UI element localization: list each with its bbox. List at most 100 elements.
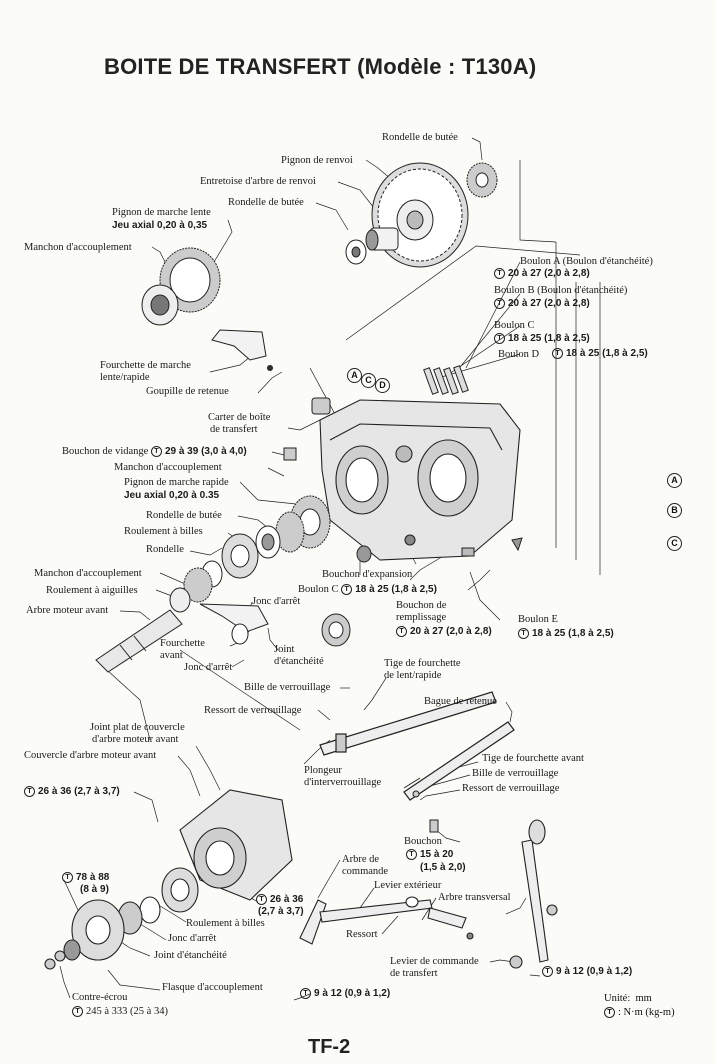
label-joint: Joint	[274, 644, 295, 655]
shift-rails	[319, 691, 515, 801]
label-ressort-verrouillage-1: Ressort de verrouillage	[204, 705, 302, 716]
label-torque-78-2: (8 à 9)	[80, 884, 109, 895]
label-torque-26-2: (2,7 à 3,7)	[258, 906, 304, 917]
label-manchon-accouplement-1: Manchon d'accouplement	[24, 242, 132, 253]
label-arbre-moteur-avant-2: d'arbre moteur avant	[92, 734, 179, 745]
label-jonc-arret-1: Jonc d'arrêt	[252, 596, 301, 607]
seal-and-plug	[321, 537, 523, 647]
page-number: TF-2	[308, 1036, 351, 1058]
torque-icon: T	[62, 872, 73, 883]
label-fourchette: Fourchette	[160, 638, 205, 649]
ref-letter-c: C	[361, 373, 376, 388]
shift-fork-low	[211, 329, 273, 371]
label-boulon-e: Boulon E	[518, 614, 558, 625]
label-rondelle: Rondelle	[146, 544, 184, 555]
torque-icon: T	[518, 628, 529, 639]
label-ressort-verrouillage-2: Ressort de verrouillage	[462, 783, 560, 794]
torque-icon: T	[604, 1007, 615, 1019]
companion-flange	[44, 899, 125, 970]
label-rondelle-butee-2: Rondelle de butée	[228, 197, 304, 208]
label-plongeur: Plongeur	[304, 765, 342, 776]
label-interverrouillage: d'interverrouillage	[304, 777, 382, 788]
label-carter-boite: Carter de boîte	[208, 412, 271, 423]
label-manchon-accouplement-2: Manchon d'accouplement	[114, 462, 222, 473]
torque-icon: T	[341, 584, 353, 595]
label-avant: avant	[160, 650, 183, 661]
drain-plug	[283, 397, 331, 461]
torque-icon: T	[396, 626, 407, 637]
label-bouchon-de: Bouchon de	[396, 600, 447, 611]
label-boulon-a: Boulon A (Boulon d'étanchéité)	[520, 256, 653, 267]
bolts-a-d	[423, 365, 469, 395]
idler-gear	[345, 162, 469, 268]
label-tige-fourchette: Tige de fourchette	[384, 658, 461, 669]
label-de-transfert: de transfert	[210, 424, 258, 435]
torque-icon: T	[494, 333, 505, 344]
label-levier-exterieur: Levier extérieur	[374, 880, 442, 891]
label-jonc-arret-3: Jonc d'arrêt	[168, 933, 217, 944]
label-joint-plat: Joint plat de couvercle	[90, 722, 185, 733]
unit-legend-mm: Unité: mm	[604, 993, 652, 1004]
label-arbre-moteur-avant: Arbre moteur avant	[26, 605, 109, 616]
ref-letter-a-right: A	[667, 473, 682, 488]
front-cover	[117, 789, 293, 935]
label-arbre-transversal: Arbre transversal	[438, 892, 511, 903]
label-bouchon: Bouchon	[404, 836, 442, 847]
label-commande: commande	[342, 866, 389, 877]
label-jeu-axial-lente: Jeu axial 0,20 à 0,35	[112, 220, 208, 231]
label-levier-commande: Levier de commande	[390, 956, 479, 967]
label-bouchon-torque-2: (1,5 à 2,0)	[420, 862, 466, 873]
label-de-lent-rapide: de lent/rapide	[384, 670, 442, 681]
label-pignon-renvoi: Pignon de renvoi	[281, 155, 353, 166]
label-pignon-marche-rapide: Pignon de marche rapide	[124, 477, 229, 488]
page-title: BOITE DE TRANSFERT (Modèle : T130A)	[104, 54, 537, 79]
label-goupille-retenue: Goupille de retenue	[146, 386, 229, 397]
control-lever-assembly	[299, 819, 558, 969]
label-jeu-axial-rapide: Jeu axial 0,20 à 0.35	[124, 490, 220, 501]
torque-icon: T	[24, 786, 35, 797]
transfer-case-housing	[319, 399, 521, 561]
label-roulement-aiguilles: Roulement à aiguilles	[46, 585, 138, 596]
label-flasque: Flasque d'accouplement	[162, 982, 263, 993]
torque-icon: T	[406, 849, 417, 860]
front-drive-shaft	[95, 609, 183, 673]
thrust-washer-top	[466, 162, 498, 198]
ref-letter-a: A	[347, 368, 362, 383]
label-bouchon-expansion: Bouchon d'expansion	[322, 569, 413, 580]
label-boulon-c: Boulon C	[494, 320, 535, 331]
torque-icon: T	[494, 298, 505, 309]
label-bague-retenue: Bague de retenue	[424, 696, 497, 707]
label-roulement-billes-1: Roulement à billes	[124, 526, 203, 537]
label-contre-ecrou: Contre-écrou	[72, 992, 128, 1003]
label-boulon-d: Boulon D	[498, 349, 540, 360]
label-boulon-b: Boulon B (Boulon d'étanchéité)	[494, 285, 628, 296]
low-speed-gear	[141, 247, 221, 326]
label-rondelle-butee-3: Rondelle de butée	[146, 510, 222, 521]
ref-letter-b: D	[375, 378, 390, 393]
label-levier-transfert: de transfert	[390, 968, 438, 979]
plug-detent	[403, 777, 439, 833]
torque-icon: T	[300, 988, 311, 999]
label-remplissage: remplissage	[396, 612, 447, 623]
torque-icon: T	[552, 348, 563, 359]
label-rondelle-butee-top: Rondelle de butée	[382, 132, 458, 143]
label-bille-verrouillage-2: Bille de verrouillage	[472, 768, 559, 779]
label-pignon-marche-lente: Pignon de marche lente	[112, 207, 211, 218]
label-manchon-accouplement-3: Manchon d'accouplement	[34, 568, 142, 579]
torque-icon: T	[256, 894, 267, 905]
torque-icon: T	[494, 268, 505, 279]
ref-letter-c-right: C	[667, 536, 682, 551]
